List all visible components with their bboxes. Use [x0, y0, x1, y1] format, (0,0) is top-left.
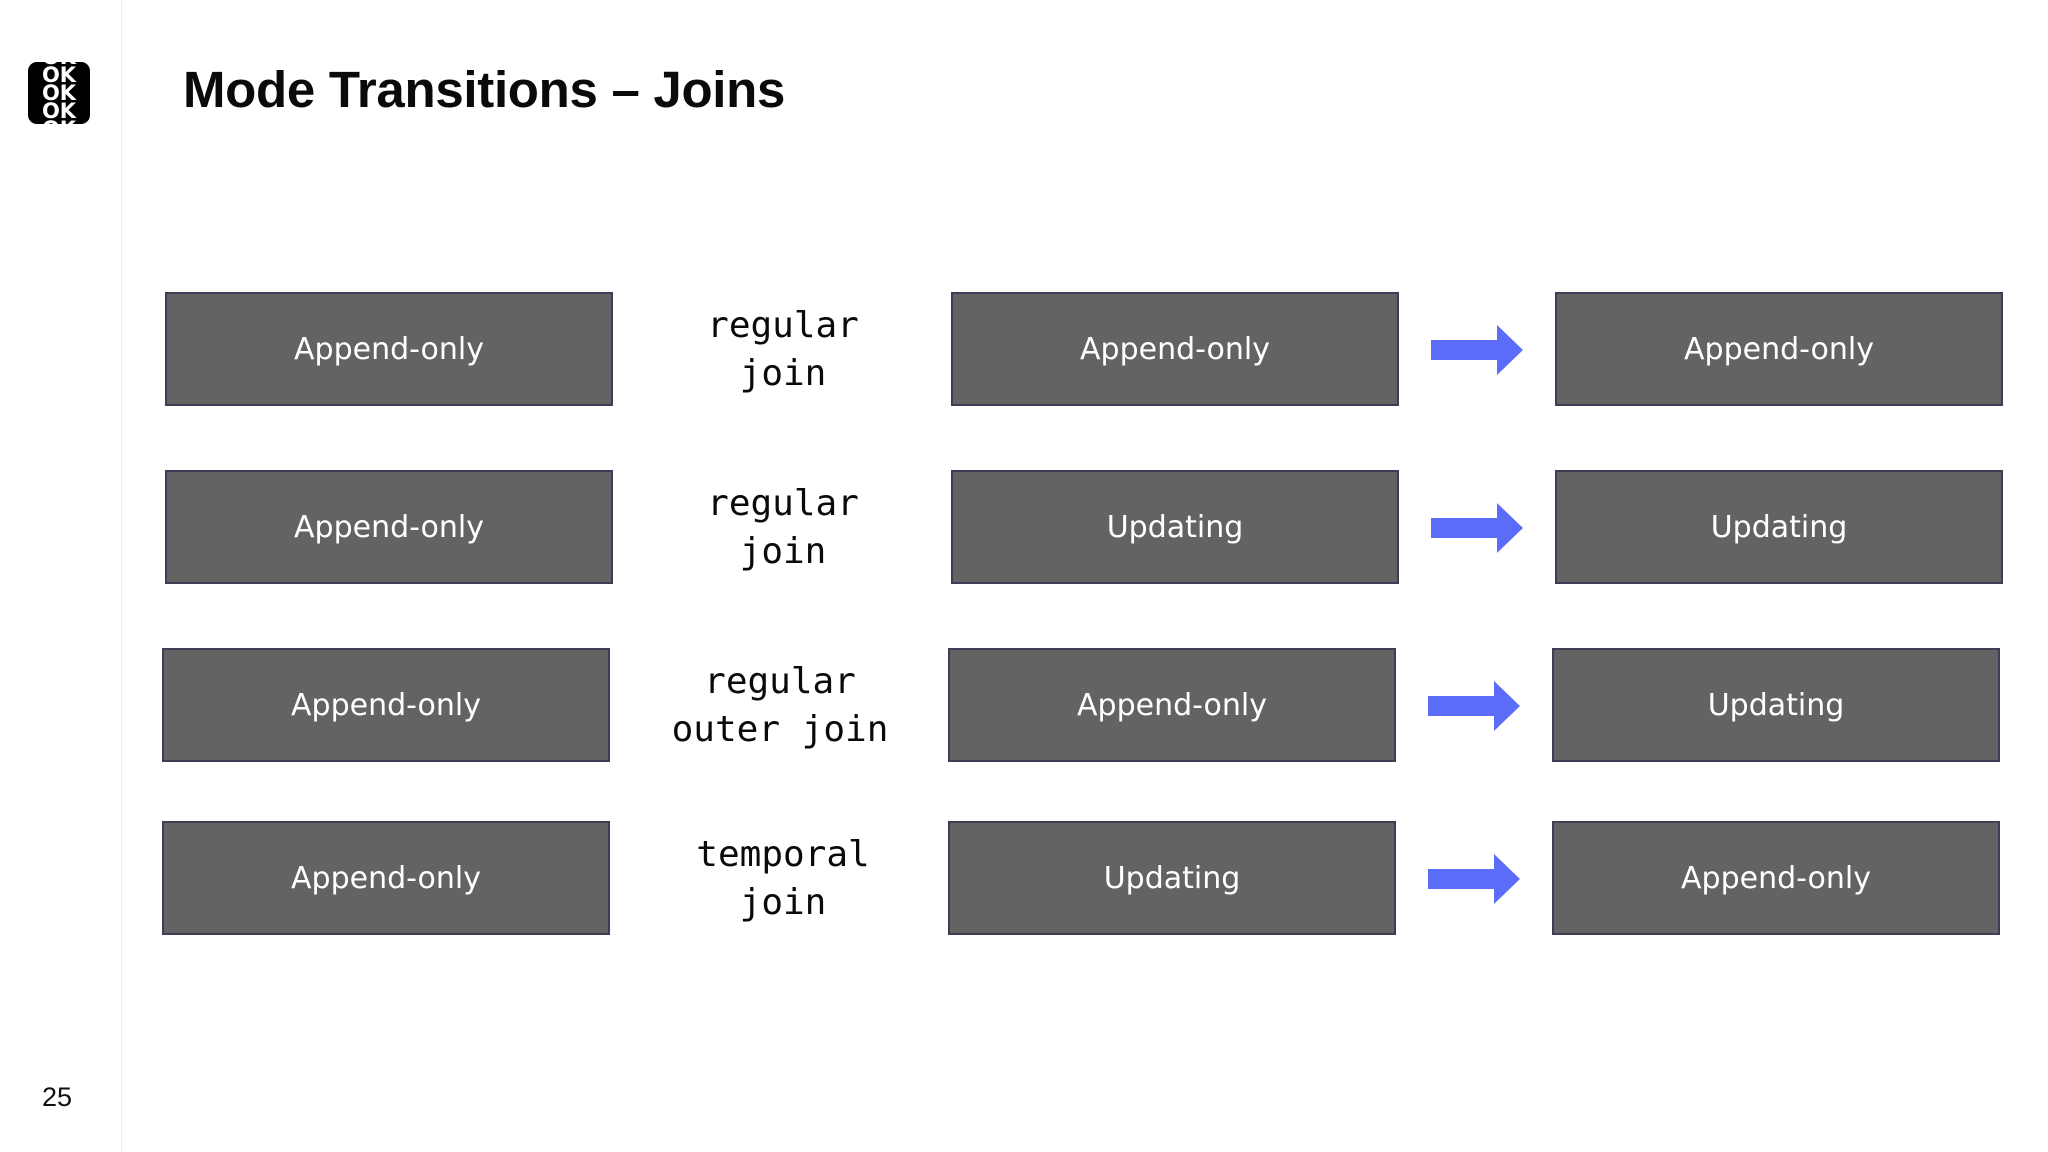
logo-text: OK	[41, 99, 77, 123]
transition-row: Append-only regular join Append-only App…	[0, 292, 2048, 408]
logo-text: OK	[41, 63, 77, 87]
result-mode: Append-only	[1552, 821, 2000, 935]
slide-title: Mode Transitions – Joins	[183, 61, 786, 118]
left-input-mode: Append-only	[162, 648, 610, 762]
right-input-mode: Updating	[948, 821, 1396, 935]
result-mode: Append-only	[1555, 292, 2003, 406]
left-input-mode: Append-only	[165, 292, 613, 406]
join-type-label: regular outer join	[620, 648, 940, 764]
transition-row: Append-only temporal join Updating Appen…	[0, 821, 2048, 937]
transition-row: Append-only regular outer join Append-on…	[0, 648, 2048, 764]
brand-logo: OK OK OK OK OK	[28, 62, 90, 124]
arrow-right-icon	[1428, 854, 1520, 904]
result-mode: Updating	[1555, 470, 2003, 584]
logo-text: OK	[42, 62, 76, 68]
right-input-mode: Append-only	[951, 292, 1399, 406]
join-type-text: regular outer join	[671, 661, 889, 750]
left-input-mode: Append-only	[165, 470, 613, 584]
arrow-right-icon	[1428, 681, 1520, 731]
page-number: 25	[42, 1082, 73, 1112]
arrow-right-icon	[1431, 325, 1523, 375]
join-type-text: regular join	[707, 483, 859, 572]
join-type-label: regular join	[623, 470, 943, 586]
left-input-mode: Append-only	[162, 821, 610, 935]
sidebar: OK OK OK OK OK 25	[0, 0, 122, 1152]
right-input-mode: Updating	[951, 470, 1399, 584]
logo-text: OK	[41, 81, 77, 105]
join-type-label: temporal join	[623, 821, 943, 937]
result-mode: Updating	[1552, 648, 2000, 762]
arrow-right-icon	[1431, 503, 1523, 553]
right-input-mode: Append-only	[948, 648, 1396, 762]
join-type-text: temporal join	[696, 834, 870, 923]
logo-text: OK	[42, 119, 76, 125]
transition-row: Append-only regular join Updating Updati…	[0, 470, 2048, 586]
join-type-label: regular join	[623, 292, 943, 408]
join-type-text: regular join	[707, 305, 859, 394]
